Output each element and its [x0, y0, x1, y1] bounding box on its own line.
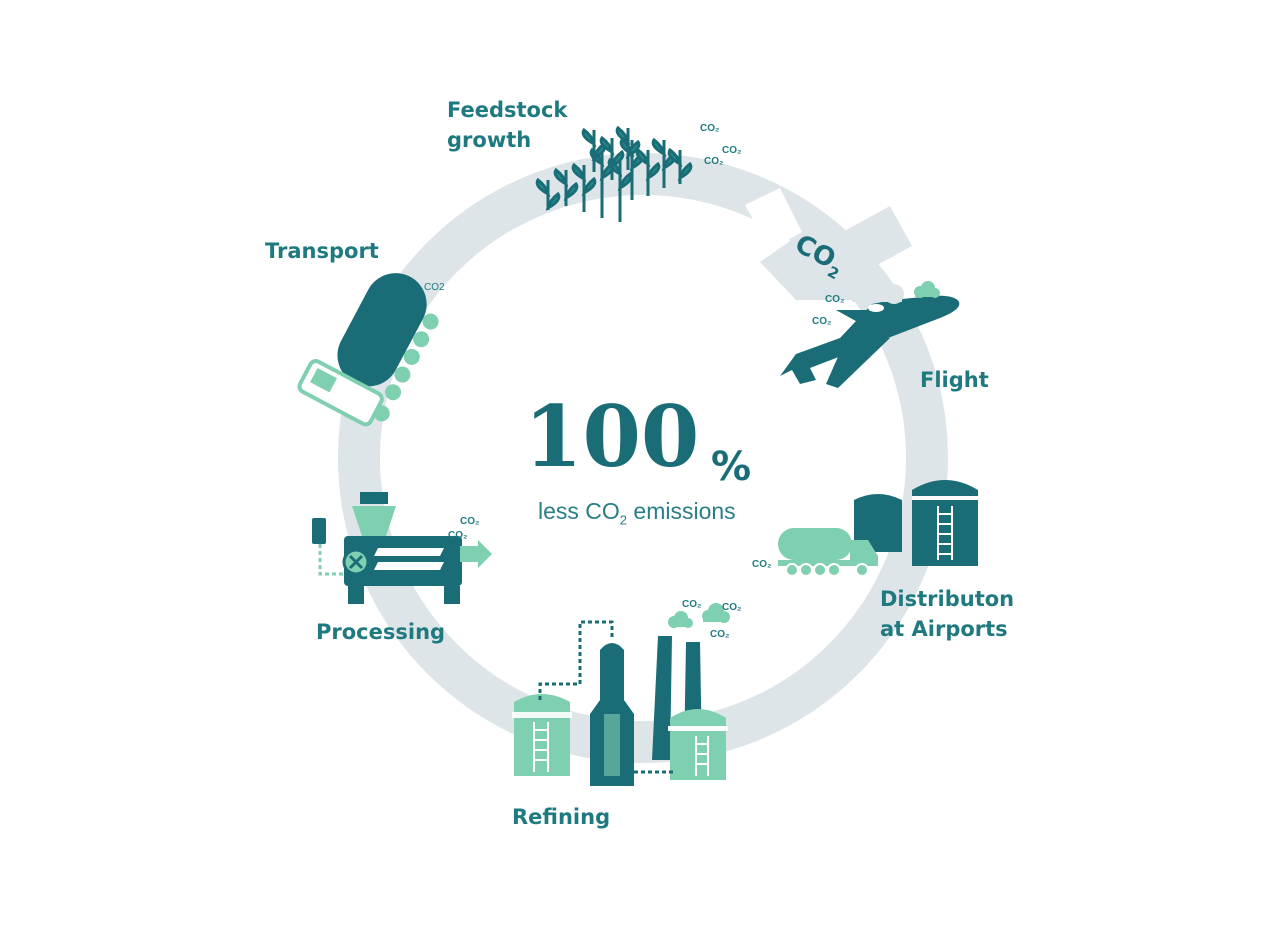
co2-tag: CO₂ — [704, 156, 723, 167]
co2-arrow-icon: CO2 — [760, 206, 912, 300]
label-feedstock-line2: growth — [447, 128, 532, 152]
label-feedstock: Feedstock growth — [447, 95, 567, 155]
label-refining: Refining — [512, 805, 611, 829]
refinery-icon — [512, 620, 728, 786]
label-flight: Flight — [920, 368, 989, 392]
caption-text: less CO — [538, 498, 620, 524]
cycle-ring — [338, 153, 948, 763]
fuel-truck-icon — [778, 528, 878, 577]
label-distribution-line1: Distributon — [880, 587, 1015, 611]
co2-tag: CO₂ — [710, 629, 729, 640]
co2-tag: CO₂ — [722, 602, 741, 613]
label-distribution: Distributon at Airports — [880, 584, 1014, 644]
co2-tag: CO₂ — [825, 294, 844, 305]
co2-tag: CO₂ — [460, 516, 479, 527]
co2-tag: CO₂ — [700, 123, 719, 134]
label-feedstock-line1: Feedstock — [447, 98, 568, 122]
co2-tag: CO₂ — [812, 316, 831, 327]
caption-subscript: 2 — [619, 512, 628, 528]
airplane-icon — [780, 295, 960, 388]
co2-tag: CO₂ — [722, 145, 741, 156]
cloud-icon — [850, 274, 942, 412]
label-transport: Transport — [265, 239, 379, 263]
storage-tanks-icon — [854, 480, 978, 566]
steam-cloud-icon — [668, 603, 730, 628]
small-cloud-icon — [914, 281, 940, 298]
label-processing: Processing — [316, 620, 446, 644]
co2-tag: CO₂ — [682, 599, 701, 610]
processing-machine-icon — [312, 492, 492, 604]
tanker-truck-icon — [297, 273, 439, 427]
co2-tag: CO₂ — [448, 530, 467, 541]
ring-gap — [745, 188, 802, 250]
co2-tag: CO2 — [424, 282, 445, 293]
center-value: 100 — [524, 387, 700, 486]
co2-tag: CO₂ — [752, 559, 771, 570]
center-caption: less CO2 emissions — [538, 497, 736, 535]
plants-icon — [535, 125, 693, 222]
caption-text-end: emissions — [627, 498, 736, 524]
center-unit: % — [711, 444, 752, 490]
label-distribution-line2: at Airports — [880, 617, 1008, 641]
